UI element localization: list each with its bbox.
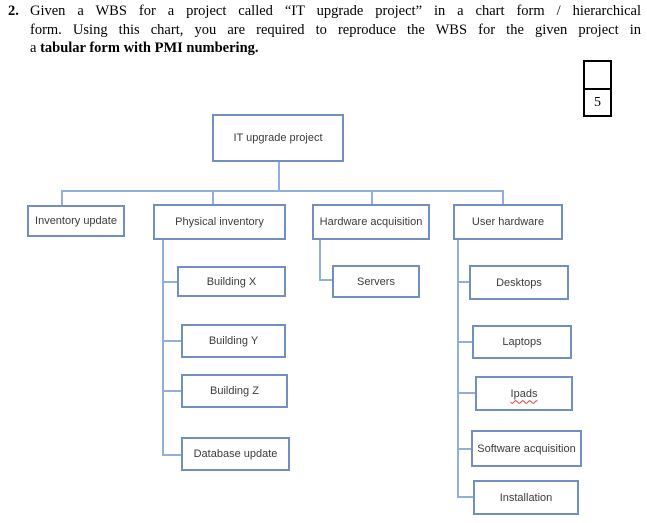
wbs-node-user-hardware: User hardware <box>453 204 563 240</box>
question-line-1: Given a WBS for a project called “IT upg… <box>30 3 641 19</box>
question-line-3-prefix: a <box>30 40 41 56</box>
wbs-node-root: IT upgrade project <box>212 114 344 162</box>
connector-drop-user-hardware <box>502 190 504 206</box>
connector-elbow-installation <box>457 496 474 498</box>
connector-elbow-building-z <box>162 390 182 392</box>
wbs-node-desktops: Desktops <box>469 265 569 300</box>
wbs-node-inventory-update: Inventory update <box>27 205 125 237</box>
wbs-node-software-acquisition: Software acquisition <box>471 430 582 467</box>
wbs-node-building-x: Building X <box>177 266 286 297</box>
wbs-node-ipads-label: Ipads <box>510 387 538 400</box>
marks-box-empty-cell <box>585 62 610 90</box>
connector-elbow-laptops <box>457 341 473 343</box>
connector-elbow-building-x <box>162 281 178 283</box>
question-line-3: a tabular form with PMI numbering. <box>30 40 641 57</box>
wbs-node-installation: Installation <box>473 480 579 515</box>
connector-level2-rail <box>61 190 504 192</box>
wbs-node-hardware-acquisition: Hardware acquisition <box>312 204 430 240</box>
wbs-node-ipads: Ipads <box>475 376 573 411</box>
question-line-3-bold: tabular form with PMI numbering. <box>40 40 259 56</box>
wbs-node-building-z: Building Z <box>181 374 288 408</box>
connector-elbow-software-acquisition <box>457 448 472 450</box>
connector-elbow-ipads <box>457 392 476 394</box>
connector-drop-inventory-update <box>61 190 63 206</box>
marks-value: 5 <box>594 94 601 110</box>
wbs-node-laptops: Laptops <box>472 325 572 359</box>
connector-root-drop <box>278 162 280 191</box>
question-line-2: form. Using this chart, you are required… <box>30 21 641 38</box>
connector-drop-physical-inventory <box>212 190 214 206</box>
connector-drop-hardware-acquisition <box>371 190 373 206</box>
connector-elbow-database-update <box>162 454 182 456</box>
marks-box: 5 <box>583 60 612 117</box>
wbs-node-servers: Servers <box>332 265 420 298</box>
connector-elbow-servers <box>319 279 333 281</box>
connector-user-hardware-trunk <box>457 239 459 498</box>
connector-hardware-acquisition-trunk <box>319 238 321 281</box>
wbs-node-database-update: Database update <box>181 437 290 471</box>
question-number: 2. <box>8 3 19 19</box>
connector-elbow-building-y <box>162 340 182 342</box>
wbs-node-physical-inventory: Physical inventory <box>153 204 286 240</box>
wbs-node-building-y: Building Y <box>181 324 286 358</box>
connector-elbow-desktops <box>457 281 470 283</box>
connector-physical-inventory-trunk <box>162 239 164 456</box>
